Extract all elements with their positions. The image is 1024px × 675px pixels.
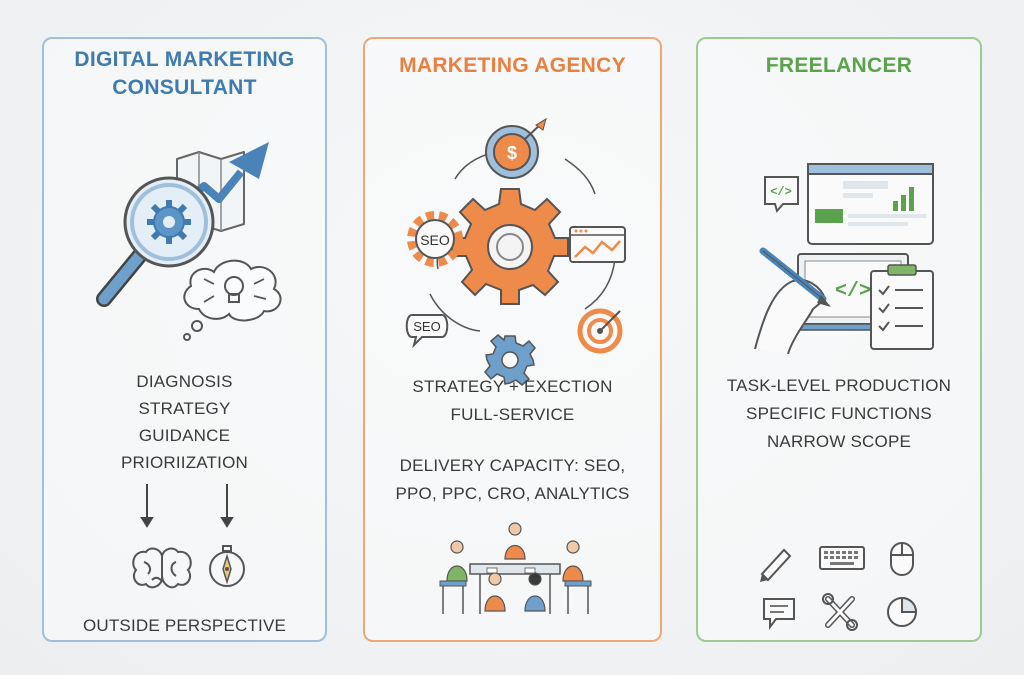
consultant-footer: OUTSIDE PERSPECTIVE	[82, 616, 287, 635]
agency-illustration: $ SEO SEO	[405, 117, 626, 386]
consultant-bottom-icons	[132, 484, 245, 589]
laptop-code-label: </>	[835, 280, 871, 303]
consultant-title: DIGITAL MARKETING CONSULTANT	[44, 46, 325, 102]
hand-pen-icon	[754, 247, 831, 355]
small-gear-icon	[484, 334, 536, 386]
svg-text:$: $	[507, 143, 517, 163]
consultant-illustration	[96, 142, 282, 341]
analytics-window-icon	[569, 226, 626, 263]
freelancer-tool-icons	[760, 542, 918, 631]
mouse-icon	[890, 542, 914, 576]
agency-items: STRATEGY + EXECTION FULL-SERVICE	[365, 373, 660, 429]
freelancer-items: TASK-LEVEL PRODUCTION SPECIFIC FUNCTIONS…	[698, 372, 980, 456]
consultant-item-prioritization: PRIORIIZATION	[121, 453, 248, 472]
wrench-icon	[822, 593, 858, 631]
agency-delivery: DELIVERY CAPACITY: SEO, PPO, PPC, CRO, A…	[365, 452, 660, 508]
lightbulb-thought-icon	[183, 259, 282, 341]
checklist-icon	[870, 264, 934, 350]
consultant-panel: DIGITAL MARKETING CONSULTANT	[42, 37, 327, 642]
speech-bubble-icon	[763, 598, 795, 630]
code-bubble-icon: </>	[764, 176, 799, 214]
gear-cycle-icon	[451, 188, 569, 305]
consultant-title-line1: DIGITAL MARKETING	[74, 48, 295, 71]
agency-item-full-service: FULL-SERVICE	[450, 405, 575, 424]
seo-gear-icon: SEO	[407, 211, 463, 267]
freelancer-item-scope: NARROW SCOPE	[766, 432, 912, 451]
consultant-item-diagnosis: DIAGNOSIS	[136, 372, 233, 391]
pencil-icon	[760, 548, 792, 582]
agency-item-strategy: STRATEGY + EXECTION	[412, 377, 613, 396]
target-icon	[577, 308, 623, 354]
compass-icon	[209, 545, 245, 587]
arrow-down-icon	[140, 484, 234, 528]
agency-title: MARKETING AGENCY	[399, 54, 626, 77]
seo-bubble-label: SEO	[413, 319, 440, 334]
keyboard-icon	[819, 546, 865, 570]
agency-panel: MARKETING AGENCY $	[363, 37, 662, 642]
freelancer-item-production: TASK-LEVEL PRODUCTION	[726, 376, 952, 395]
consultant-item-strategy: STRATEGY	[138, 399, 231, 418]
freelancer-illustration: </> </>	[754, 163, 934, 355]
freelancer-title: FREELANCER	[765, 54, 913, 77]
seo-bubble-icon: SEO	[405, 314, 449, 349]
pie-chart-icon	[887, 596, 918, 627]
consultant-items: DIAGNOSIS STRATEGY GUIDANCE PRIORIIZATIO…	[44, 368, 325, 476]
code-bubble-label: </>	[770, 185, 792, 199]
brain-icon	[132, 547, 192, 589]
freelancer-panel: FREELANCER </> </>	[696, 37, 982, 642]
freelancer-item-functions: SPECIFIC FUNCTIONS	[746, 404, 932, 423]
monitor-icon	[807, 163, 934, 245]
dollar-target-icon: $	[485, 117, 547, 179]
consultant-item-guidance: GUIDANCE	[138, 426, 231, 445]
agency-delivery-line2: PPO, PPC, CRO, ANALYTICS	[395, 484, 630, 503]
consultant-title-line2: CONSULTANT	[112, 76, 257, 99]
agency-delivery-line1: DELIVERY CAPACITY: SEO,	[399, 456, 626, 475]
magnifier-gear-icon	[96, 176, 215, 307]
seo-gear-label: SEO	[420, 232, 450, 248]
team-meeting-icon	[439, 522, 592, 614]
